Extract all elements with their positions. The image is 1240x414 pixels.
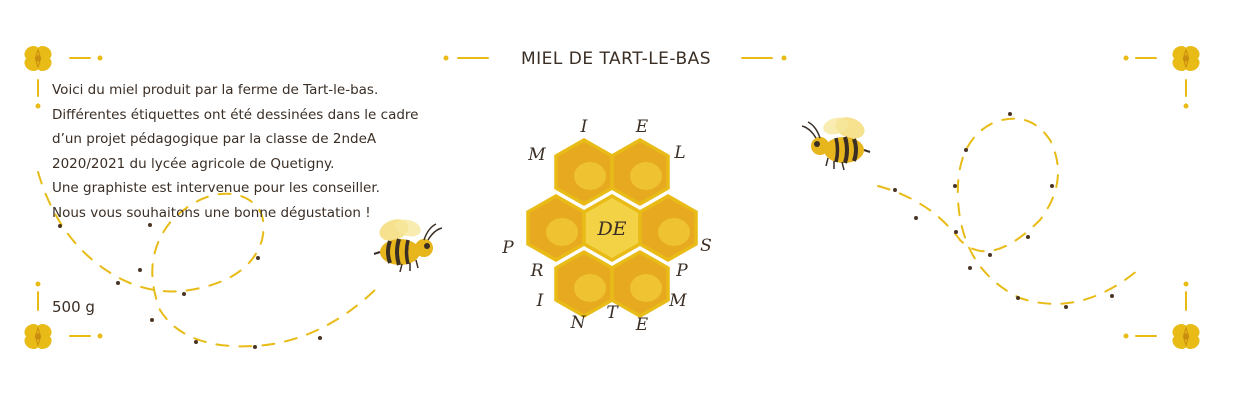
net-weight: 500 g: [52, 298, 95, 316]
description-line: 2020/2021 du lycée agricole de Quetigny.: [52, 155, 335, 172]
bee-icon: [800, 111, 872, 172]
label-title: MIEL DE TART-LE-BAS: [520, 49, 712, 69]
description-line: d’un projet pédagogique par la classe de…: [52, 131, 377, 147]
flower-icon: [21, 320, 55, 353]
description-line: Différentes étiquettes ont été dessinées…: [52, 106, 419, 123]
flower-icon: [1169, 42, 1203, 75]
honeycomb-logo: [526, 137, 698, 319]
logo-center-word: DE: [596, 218, 626, 240]
logo-letter: L: [673, 143, 685, 163]
description-line: Nous vous souhaitons une bonne dégustati…: [52, 204, 371, 221]
flower-icon: [1169, 320, 1203, 353]
logo-letter: T: [606, 303, 619, 323]
logo-letter: M: [527, 145, 546, 165]
logo-letters: M I E L DE P R I N T E M P S: [501, 117, 712, 335]
logo-letter: I: [580, 117, 588, 137]
flower-icon: [21, 42, 55, 75]
label-description: Voici du miel produit par la ferme de Ta…: [52, 78, 472, 225]
border-ornaments: [35, 55, 1189, 339]
flight-dots-left: [58, 223, 322, 349]
logo-letter: S: [700, 236, 712, 256]
logo-letter: M: [668, 291, 687, 311]
flight-dots-right: [893, 112, 1114, 309]
logo-letter: N: [570, 313, 587, 333]
logo-letter: P: [675, 261, 688, 281]
logo-letter: I: [536, 291, 544, 311]
description-line: Voici du miel produit par la ferme de Ta…: [52, 82, 379, 98]
logo-letter: P: [501, 238, 514, 258]
logo-letter: E: [635, 117, 649, 137]
flight-path-right: [877, 117, 1139, 305]
logo-letter: E: [635, 315, 649, 335]
logo-letter: R: [530, 261, 544, 281]
description-line: Une graphiste est intervenue pour les co…: [52, 180, 380, 196]
